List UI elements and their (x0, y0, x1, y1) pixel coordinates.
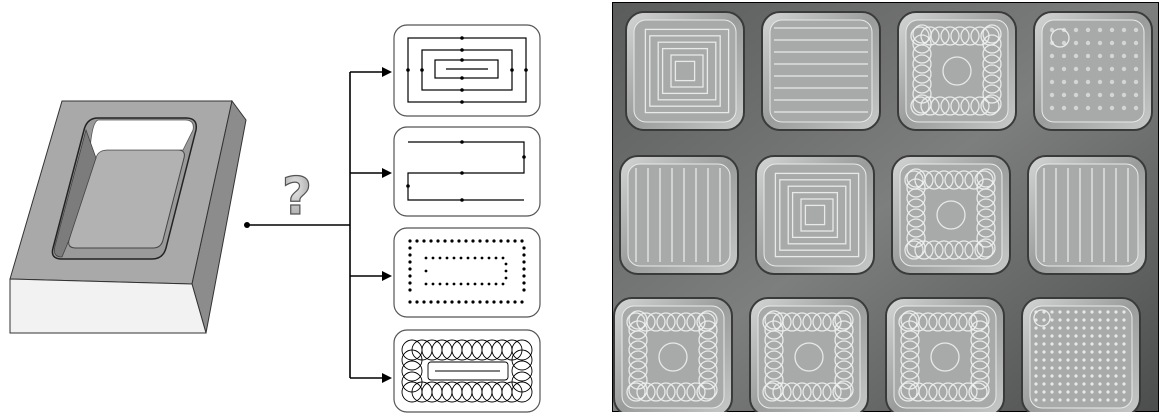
block-front-face (9, 278, 207, 334)
machined-pocket (897, 11, 1017, 131)
strategy-contour-parallel (393, 24, 541, 117)
pocket-left-wall (53, 128, 97, 258)
arrow-head-1 (382, 67, 392, 77)
machined-pocket (1021, 297, 1141, 412)
connector-tree (244, 67, 392, 383)
machined-pocket (755, 155, 875, 275)
machining-diagram: ? (9, 24, 541, 413)
strategy-zigzag-raster (393, 126, 541, 217)
machined-pocket (761, 11, 881, 131)
machined-pocket (619, 155, 739, 275)
question-mark-icon: ? (282, 167, 312, 227)
arrow-head-4 (382, 373, 392, 383)
strategy-trochoidal-loops (393, 329, 541, 413)
arrow-head-2 (382, 168, 392, 178)
machined-pocket (613, 297, 733, 412)
pocket-block-3d (9, 99, 247, 334)
pocket-back-wall (89, 119, 194, 159)
machined-pocket (625, 11, 745, 131)
machined-pocket (885, 297, 1005, 412)
strategy-point-drilling (393, 227, 541, 318)
arrow-head-3 (382, 271, 392, 281)
trochoidal-loops (401, 339, 533, 403)
machined-pockets-photo (612, 2, 1159, 412)
drill-points (408, 239, 526, 304)
machined-pocket (891, 155, 1011, 275)
machined-pocket (1033, 11, 1153, 131)
machined-pocket (749, 297, 869, 412)
pocket-grid (613, 11, 1153, 412)
machined-pocket (1027, 155, 1147, 275)
